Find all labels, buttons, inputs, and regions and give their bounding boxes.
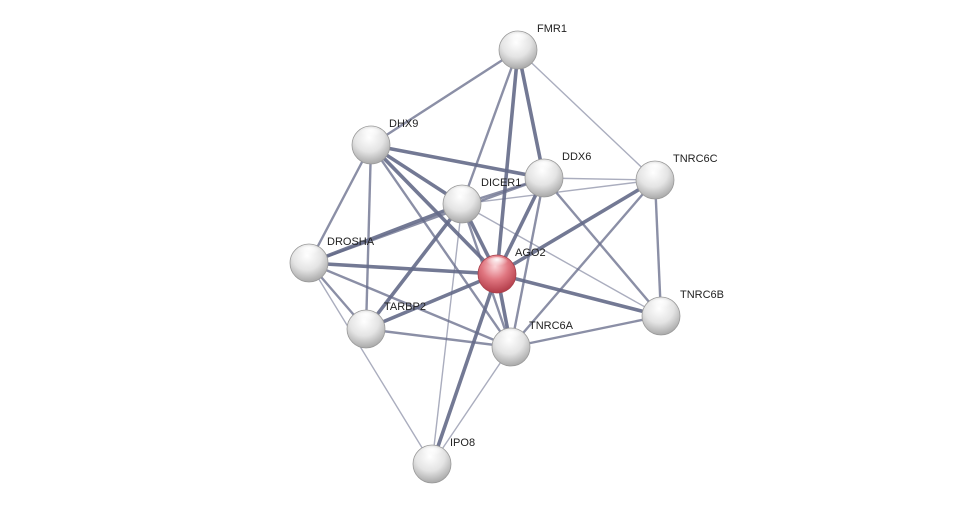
node-dhx9[interactable]: DHX9 [351,118,418,165]
node-fmr1[interactable]: FMR1 [498,23,567,70]
edge-fmr1-dhx9 [370,48,519,147]
node-label: FMR1 [537,23,567,35]
node-highlight [506,33,530,47]
node-ipo8[interactable]: IPO8 [412,437,475,484]
edge-dicer1-tnrc6b [461,203,662,317]
node-label: TARBP2 [384,301,426,313]
edge-tnrc6c-tnrc6b [653,179,663,317]
edge-drosha-ipo8 [308,262,433,465]
node-ago2[interactable]: AGO2 [477,247,546,294]
edge-tnrc6c-tnrc6a [510,179,656,348]
node-tnrc6a[interactable]: TNRC6A [491,320,574,367]
edge-drosha-ago2 [308,261,498,276]
edge-dicer1-tnrc6c [461,179,656,205]
edge-tarbp2-tnrc6a [365,327,512,349]
edge-fmr1-ago2 [495,49,520,275]
node-dicer1[interactable]: DICER1 [442,177,521,224]
node-highlight [485,257,509,271]
node-label: DICER1 [481,177,521,189]
edge-ago2-tarbp2 [365,272,498,331]
edge-tnrc6a-tnrc6b [510,314,662,349]
edge-dicer1-drosha [308,202,463,265]
node-label: TNRC6A [529,320,574,332]
node-highlight [297,246,321,260]
node-highlight [643,163,667,177]
node-highlight [532,161,556,175]
node-drosha[interactable]: DROSHA [289,236,375,283]
edge-fmr1-ddx6 [516,49,546,179]
edge-dicer1-ipo8 [431,203,463,465]
edge-ddx6-tnrc6a [509,177,546,348]
edge-dhx9-tarbp2 [364,144,373,330]
edge-ddx6-tnrc6b [543,177,662,317]
node-tnrc6c[interactable]: TNRC6C [635,153,718,200]
edge-fmr1-dicer1 [460,49,520,205]
node-ddx6[interactable]: DDX6 [524,151,591,198]
edge-dhx9-ddx6 [370,143,545,180]
edge-dhx9-drosha [307,144,373,264]
edge-tnrc6a-ipo8 [431,346,512,465]
edge-ago2-tnrc6b [496,272,662,318]
edge-dhx9-ago2 [369,143,499,276]
node-tarbp2[interactable]: TARBP2 [346,301,426,349]
node-highlight [499,330,523,344]
node-highlight [649,299,673,313]
edge-dicer1-tarbp2 [364,202,464,331]
edge-fmr1-tnrc6c [517,49,656,181]
node-label: AGO2 [515,247,546,259]
node-label: IPO8 [450,437,475,449]
node-tnrc6b[interactable]: TNRC6B [641,289,724,336]
node-highlight [420,447,444,461]
node-label: DDX6 [562,151,591,163]
node-label: DHX9 [389,118,418,130]
node-label: TNRC6B [680,289,724,301]
edge-dhx9-tnrc6a [370,144,512,348]
edge-tnrc6c-ago2 [496,178,656,276]
edge-ago2-ipo8 [430,273,499,465]
edge-layer [307,48,663,465]
node-highlight [359,128,383,142]
node-highlight [450,187,474,201]
node-label: TNRC6C [673,153,718,165]
node-label: DROSHA [327,236,375,248]
node-highlight [354,312,378,326]
